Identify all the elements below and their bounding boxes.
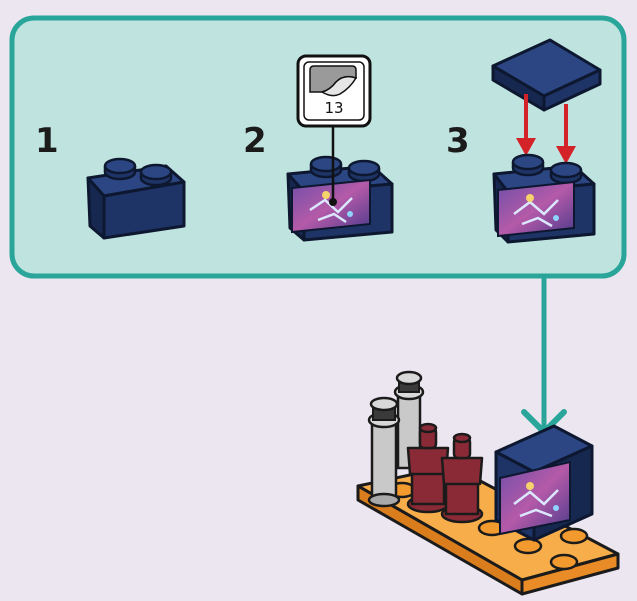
step-2-number: 2 <box>243 121 267 161</box>
step-2-brick <box>286 155 394 242</box>
step-3-assembly <box>491 38 602 244</box>
sticker-callout: 13 <box>296 54 372 206</box>
red-down-arrow-icon <box>516 94 536 156</box>
minifig-statue-left <box>406 422 450 514</box>
screen-brick-on-plate <box>494 424 594 542</box>
red-down-arrow-icon <box>556 104 576 164</box>
sticker-sheet-icon <box>309 65 358 97</box>
step-1-number: 1 <box>35 121 59 161</box>
minifig-statue-right <box>440 432 484 524</box>
main-build <box>356 370 620 596</box>
gray-pillar-front <box>367 396 401 508</box>
sticker-number: 13 <box>324 99 343 117</box>
flat-tile <box>491 38 602 112</box>
teal-connector-arrow-icon <box>521 278 567 435</box>
step-3-number: 3 <box>446 121 470 161</box>
step-1-brick <box>86 157 186 240</box>
